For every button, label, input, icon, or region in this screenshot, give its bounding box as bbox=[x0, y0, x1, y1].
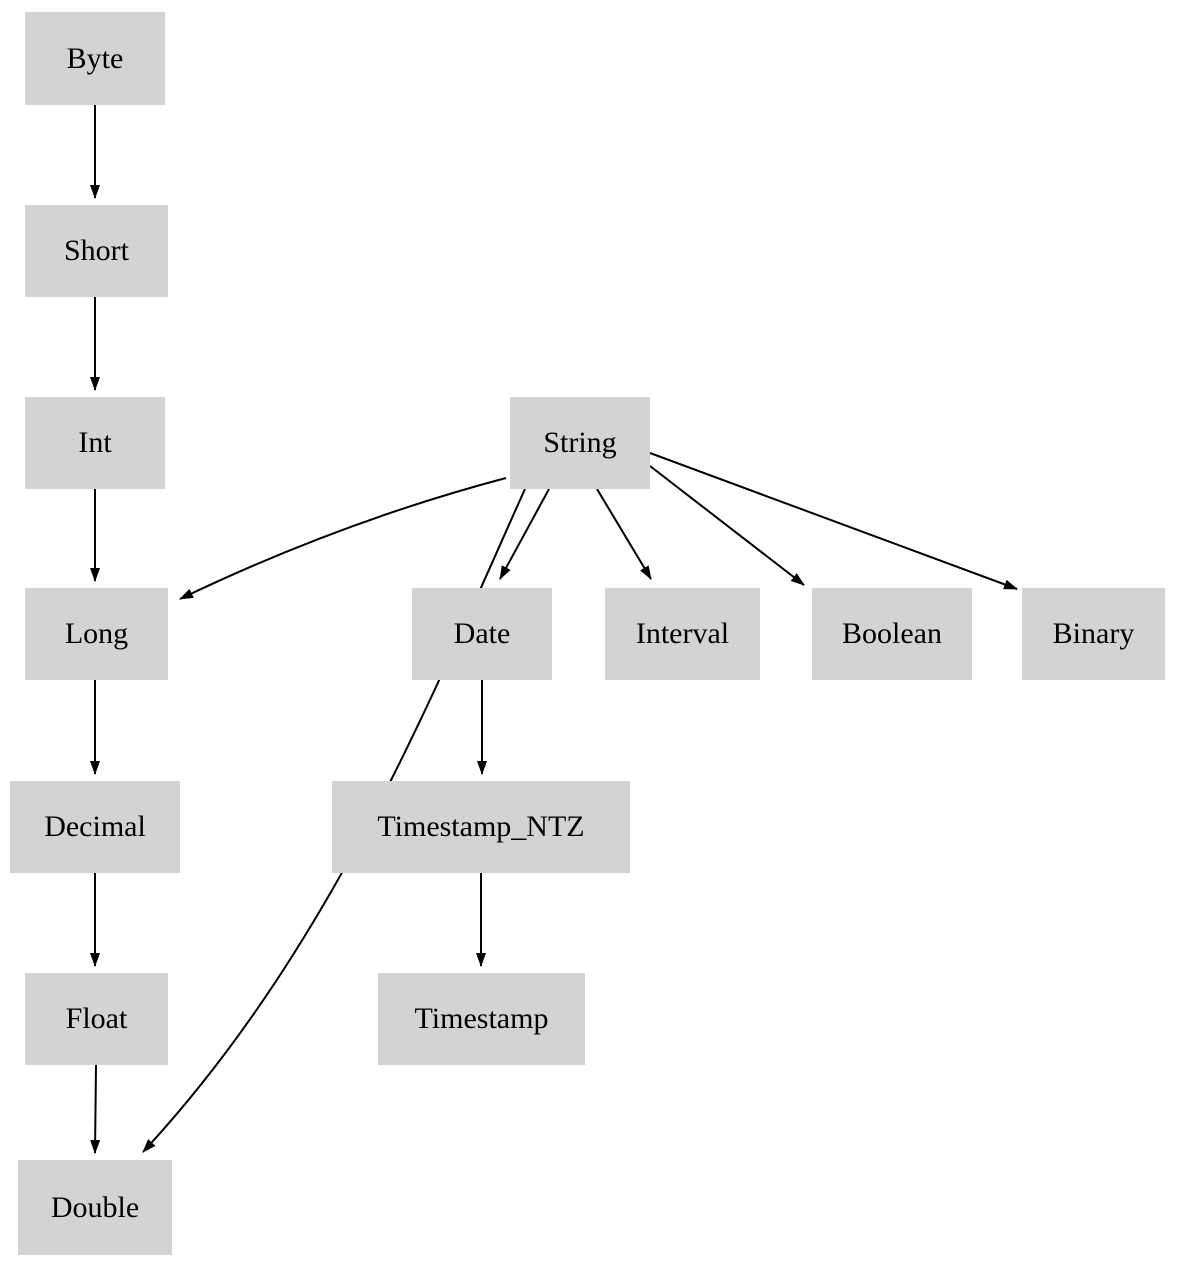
edge-string-date bbox=[499, 488, 550, 580]
node-byte: Byte bbox=[25, 12, 165, 105]
node-long: Long bbox=[25, 588, 168, 680]
node-timestamp: Timestamp bbox=[378, 973, 585, 1065]
node-date-label: Date bbox=[453, 617, 511, 650]
edge-string-boolean bbox=[649, 465, 805, 586]
node-double: Double bbox=[18, 1160, 172, 1255]
node-short: Short bbox=[25, 205, 168, 297]
node-long-label: Long bbox=[64, 617, 129, 650]
node-date: Date bbox=[412, 588, 552, 680]
edge-string-interval bbox=[596, 488, 652, 580]
node-byte-label: Byte bbox=[66, 41, 124, 75]
node-binary: Binary bbox=[1022, 588, 1165, 680]
node-interval-label: Interval bbox=[635, 617, 730, 650]
node-decimal-label: Decimal bbox=[44, 810, 146, 843]
node-float-label: Float bbox=[65, 1002, 128, 1035]
node-string-label: String bbox=[543, 426, 617, 459]
node-interval: Interval bbox=[605, 588, 760, 680]
node-int-label: Int bbox=[78, 426, 112, 459]
node-timestamp-label: Timestamp bbox=[414, 1002, 549, 1035]
node-boolean-label: Boolean bbox=[842, 617, 942, 650]
edge-float-double bbox=[90, 1064, 101, 1154]
node-binary-label: Binary bbox=[1052, 617, 1135, 650]
node-boolean: Boolean bbox=[812, 588, 972, 680]
edge-string-long bbox=[179, 477, 507, 600]
node-int: Int bbox=[25, 397, 165, 489]
node-timestamp-ntz: Timestamp_NTZ bbox=[332, 781, 630, 873]
edge-string-binary bbox=[649, 452, 1018, 590]
node-decimal: Decimal bbox=[10, 781, 180, 873]
node-float: Float bbox=[25, 973, 168, 1065]
node-string: String bbox=[510, 397, 650, 489]
node-double-label: Double bbox=[50, 1190, 140, 1224]
node-short-label: Short bbox=[63, 234, 129, 267]
node-timestamp-ntz-label: Timestamp_NTZ bbox=[377, 810, 585, 843]
